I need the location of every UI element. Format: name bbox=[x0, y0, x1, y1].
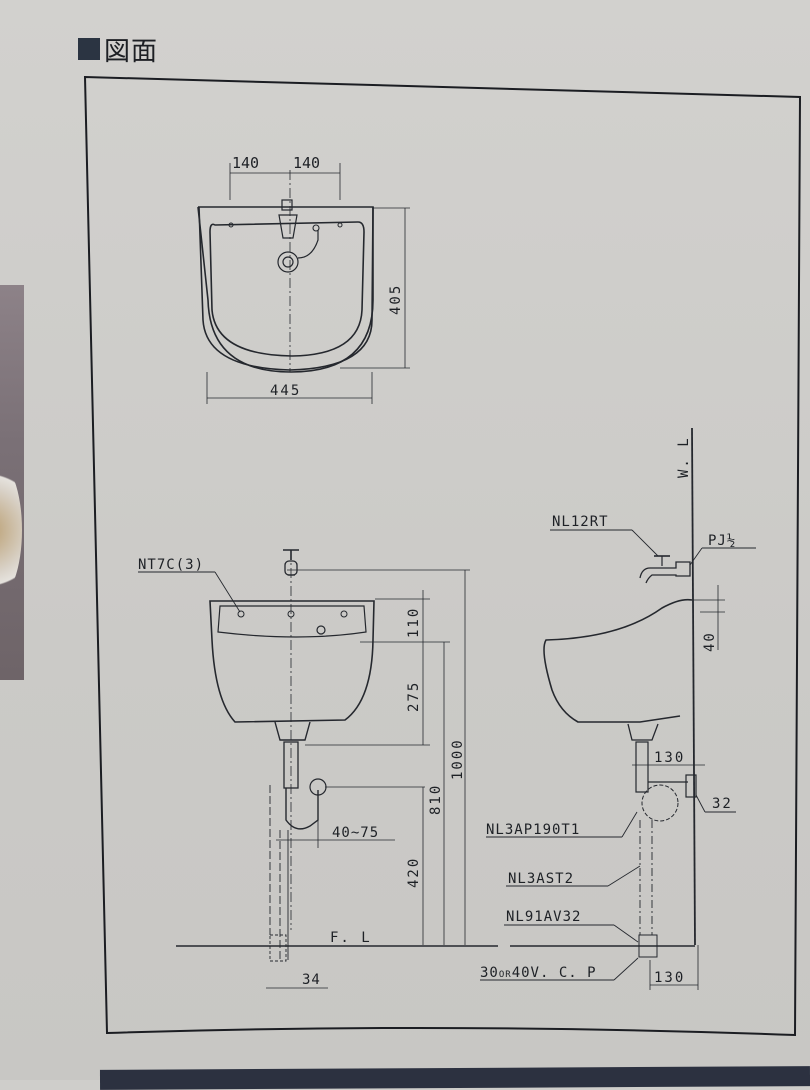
dim-140-left: 140 bbox=[232, 154, 259, 172]
label-pj-half: PJ½ bbox=[708, 533, 736, 549]
page-edge-band bbox=[99, 1066, 810, 1090]
top-view bbox=[197, 163, 410, 404]
dim-810: 810 bbox=[428, 784, 444, 815]
section-title: 図面 bbox=[78, 33, 159, 67]
front-view bbox=[138, 549, 498, 989]
label-nl3ast2: NL3AST2 bbox=[508, 871, 574, 887]
side-view bbox=[480, 427, 756, 990]
dim-34: 34 bbox=[302, 972, 321, 988]
dim-1000: 1000 bbox=[450, 738, 466, 780]
dim-40-75: 40~75 bbox=[332, 825, 379, 841]
dim-130-bottom: 130 bbox=[654, 970, 685, 986]
label-nl3ap190t1: NL3AP190T1 bbox=[486, 822, 580, 838]
wall-level-label: W. L bbox=[676, 436, 692, 478]
label-nl91av32: NL91AV32 bbox=[506, 909, 581, 925]
adjacent-product-photo bbox=[0, 285, 24, 680]
dim-32: 32 bbox=[712, 796, 733, 812]
label-nt7c: NT7C(3) bbox=[138, 557, 204, 573]
dim-275: 275 bbox=[406, 681, 422, 712]
dim-140-right: 140 bbox=[293, 154, 320, 172]
title-marker-icon bbox=[78, 38, 100, 60]
label-vcp: 30OR40V. C. P bbox=[480, 965, 597, 981]
drawing-frame bbox=[83, 75, 802, 1037]
label-nl12rt: NL12RT bbox=[552, 514, 609, 530]
dim-445: 445 bbox=[270, 383, 301, 399]
floor-level-label: F. L bbox=[330, 930, 372, 946]
dim-110: 110 bbox=[406, 607, 422, 638]
section-title-text: 図面 bbox=[104, 36, 159, 67]
dim-420: 420 bbox=[406, 857, 422, 888]
dim-40-side: 40 bbox=[702, 631, 718, 652]
dim-130-top: 130 bbox=[654, 750, 685, 766]
dim-405: 405 bbox=[388, 284, 404, 315]
